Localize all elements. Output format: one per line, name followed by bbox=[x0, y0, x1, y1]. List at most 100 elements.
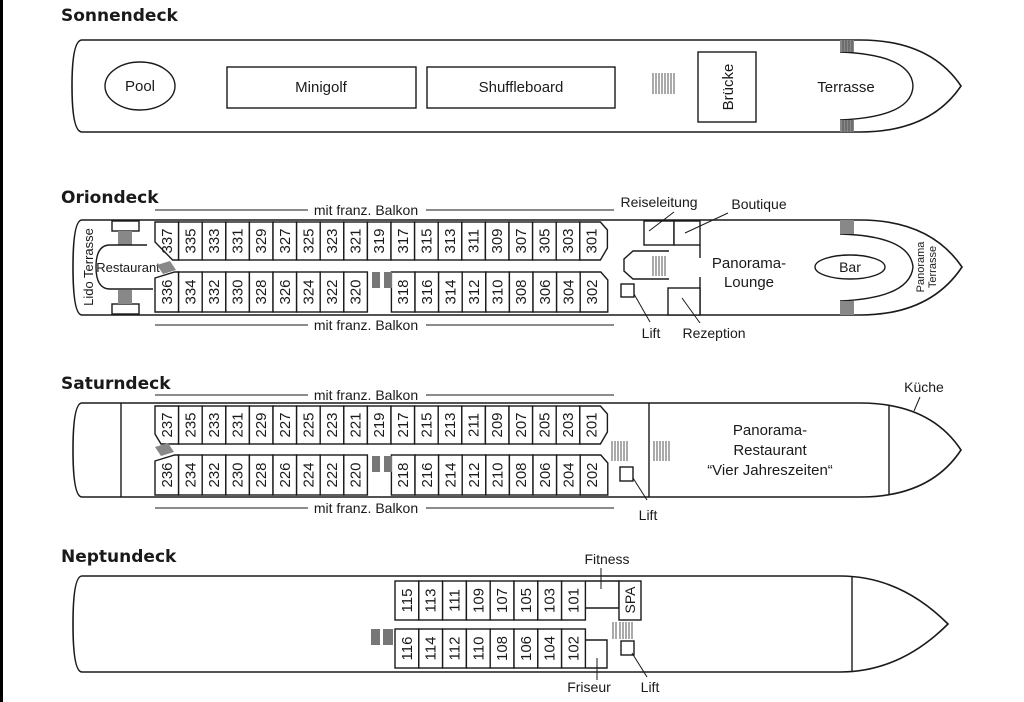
cabin[interactable]: 331 bbox=[225, 221, 251, 261]
cabin[interactable]: 108 bbox=[489, 628, 515, 669]
cabin[interactable]: 316 bbox=[414, 271, 440, 313]
cabin[interactable]: 337 bbox=[154, 221, 180, 261]
cabin[interactable]: 228 bbox=[248, 454, 274, 496]
cabin[interactable]: 210 bbox=[485, 454, 511, 496]
cabin[interactable]: 116 bbox=[394, 628, 420, 669]
hairdresser-label: Friseur bbox=[567, 679, 611, 695]
cabin[interactable]: 205 bbox=[531, 405, 557, 445]
cabin[interactable]: 336 bbox=[154, 271, 180, 313]
cabin[interactable]: 326 bbox=[272, 271, 298, 313]
cabin[interactable]: 235 bbox=[177, 405, 203, 445]
cabin[interactable]: 330 bbox=[225, 271, 251, 313]
cabin[interactable]: 111 bbox=[441, 580, 468, 621]
cabin[interactable]: 307 bbox=[508, 221, 534, 261]
cabin[interactable]: 217 bbox=[390, 405, 416, 445]
cabin[interactable]: 203 bbox=[555, 405, 581, 445]
cabin[interactable]: 208 bbox=[508, 454, 534, 496]
cabin[interactable]: 231 bbox=[225, 405, 251, 445]
cabin[interactable]: 220 bbox=[343, 454, 369, 496]
cabin[interactable]: 233 bbox=[201, 405, 227, 445]
cabin[interactable]: 304 bbox=[555, 271, 581, 313]
cabin[interactable]: 309 bbox=[484, 221, 510, 261]
cabin-number: 302 bbox=[584, 279, 601, 304]
cabin[interactable]: 310 bbox=[485, 271, 511, 313]
cabin[interactable]: 324 bbox=[295, 271, 321, 313]
cabin[interactable]: 207 bbox=[508, 405, 534, 445]
cabin[interactable]: 332 bbox=[201, 271, 227, 313]
cabin[interactable]: 234 bbox=[177, 454, 203, 496]
cabin[interactable]: 237 bbox=[154, 405, 180, 445]
cabin[interactable]: 225 bbox=[295, 405, 321, 445]
cabin[interactable]: 113 bbox=[418, 580, 444, 621]
cabin[interactable]: 319 bbox=[366, 221, 392, 261]
cabin[interactable]: 218 bbox=[390, 454, 416, 496]
cabin[interactable]: 202 bbox=[579, 454, 609, 496]
cabin[interactable]: 201 bbox=[579, 405, 609, 445]
cabin[interactable]: 222 bbox=[319, 454, 345, 496]
cabin[interactable]: 104 bbox=[537, 628, 563, 669]
cabin[interactable]: 112 bbox=[441, 628, 468, 669]
cabin[interactable]: 109 bbox=[465, 580, 491, 621]
cabin[interactable]: 103 bbox=[537, 580, 563, 621]
cabin[interactable]: 315 bbox=[413, 221, 439, 261]
cabin[interactable]: 301 bbox=[579, 221, 609, 261]
cabin[interactable]: 209 bbox=[484, 405, 510, 445]
cabin[interactable]: 223 bbox=[319, 405, 345, 445]
cabin[interactable]: 213 bbox=[437, 405, 463, 445]
cabin[interactable]: 114 bbox=[418, 628, 444, 669]
cabin[interactable]: 302 bbox=[579, 271, 609, 313]
cabin-number: 222 bbox=[324, 462, 341, 487]
cabin[interactable]: 232 bbox=[201, 454, 227, 496]
cabin[interactable]: 110 bbox=[465, 628, 491, 669]
cabin[interactable]: 320 bbox=[343, 271, 369, 313]
cabin[interactable]: 107 bbox=[489, 580, 515, 621]
cabin[interactable]: 212 bbox=[461, 454, 487, 496]
cabin[interactable]: 305 bbox=[531, 221, 557, 261]
cabin[interactable]: 308 bbox=[508, 271, 534, 313]
cabin-number: 219 bbox=[371, 412, 388, 437]
cabin[interactable]: 312 bbox=[461, 271, 487, 313]
cabin[interactable]: 226 bbox=[272, 454, 298, 496]
cabin[interactable]: 216 bbox=[414, 454, 440, 496]
cabin[interactable]: 329 bbox=[248, 221, 274, 261]
cabin[interactable]: 101 bbox=[560, 580, 587, 621]
cabin[interactable]: 321 bbox=[343, 221, 369, 261]
deck-title-oriondeck: Oriondeck bbox=[61, 188, 159, 208]
cabin[interactable]: 224 bbox=[295, 454, 321, 496]
cabin[interactable]: 105 bbox=[513, 580, 539, 621]
cabin[interactable]: 313 bbox=[437, 221, 463, 261]
cabin[interactable]: 236 bbox=[154, 454, 180, 496]
cabin[interactable]: 219 bbox=[366, 405, 392, 445]
cabin[interactable]: 323 bbox=[319, 221, 345, 261]
cabin[interactable]: 325 bbox=[295, 221, 321, 261]
cabin[interactable]: 206 bbox=[532, 454, 558, 496]
cabin[interactable]: 229 bbox=[248, 405, 274, 445]
cabin[interactable]: 327 bbox=[272, 221, 298, 261]
cabin[interactable]: 314 bbox=[437, 271, 463, 313]
cabin[interactable]: 214 bbox=[437, 454, 463, 496]
cabin[interactable]: 311 bbox=[461, 221, 487, 261]
bar-area bbox=[814, 254, 886, 280]
cabin[interactable]: 328 bbox=[248, 271, 274, 313]
cabin-number: 217 bbox=[395, 412, 412, 437]
cabin[interactable]: 221 bbox=[343, 405, 369, 445]
cabin[interactable]: 227 bbox=[272, 405, 298, 445]
cabin[interactable]: 106 bbox=[513, 628, 539, 669]
cabin-number: 105 bbox=[518, 588, 535, 613]
cabin[interactable]: 317 bbox=[390, 221, 416, 261]
stairs-panorama-top bbox=[840, 220, 854, 234]
cabin[interactable]: 115 bbox=[394, 580, 420, 621]
cabin[interactable]: 211 bbox=[461, 405, 487, 445]
cabin[interactable]: 303 bbox=[555, 221, 581, 261]
cabin[interactable]: 230 bbox=[225, 454, 251, 496]
cabin[interactable]: 322 bbox=[319, 271, 345, 313]
cabin[interactable]: 204 bbox=[555, 454, 581, 496]
cabin[interactable]: 215 bbox=[413, 405, 439, 445]
cabin[interactable]: 306 bbox=[532, 271, 558, 313]
cabin[interactable]: 334 bbox=[177, 271, 203, 313]
cabin[interactable]: 335 bbox=[177, 221, 203, 261]
cabin[interactable]: 102 bbox=[560, 628, 587, 669]
cabin-number: 337 bbox=[159, 228, 176, 253]
cabin[interactable]: 318 bbox=[390, 271, 416, 313]
cabin[interactable]: 333 bbox=[201, 221, 227, 261]
